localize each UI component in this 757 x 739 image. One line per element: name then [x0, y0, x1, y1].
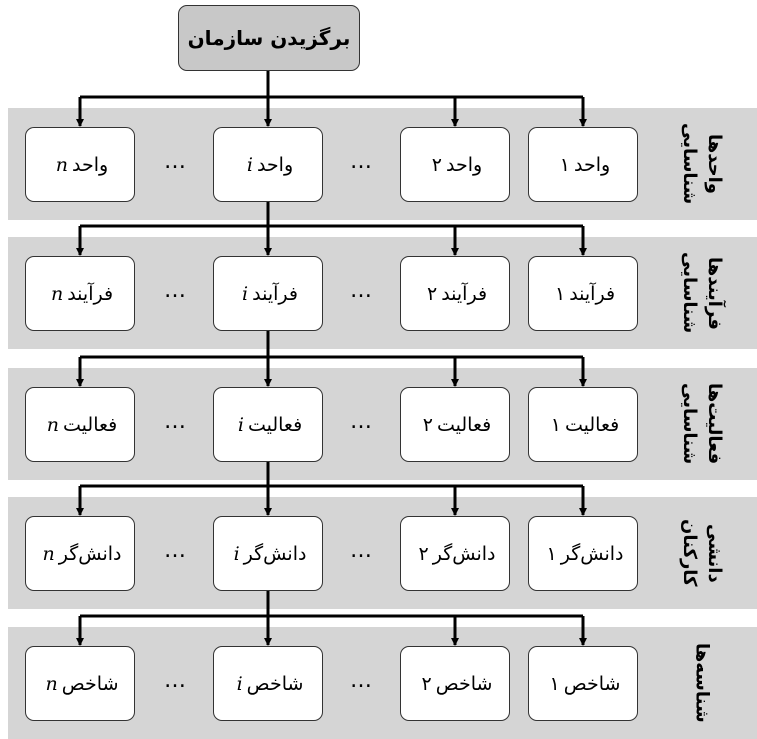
row-label-line: فعالیت‌ها — [704, 383, 725, 465]
box-index: i — [242, 282, 249, 305]
box-index: i — [233, 542, 240, 565]
box-word: فعالیت — [247, 413, 303, 436]
activities-ellipsis-2: … — [164, 409, 186, 434]
box-index: ۱ — [559, 153, 571, 176]
box-word: دانش‌گر — [58, 542, 122, 565]
box-index: ۱ — [546, 542, 557, 565]
processes-ellipsis-1: … — [350, 278, 372, 303]
box-index: n — [42, 542, 55, 565]
box-word: فرآیند — [441, 282, 488, 305]
units-ellipsis-2: … — [164, 149, 186, 174]
box-index: ۱ — [554, 282, 566, 305]
box-index: ۲ — [426, 282, 438, 305]
box-index: ۲ — [422, 413, 433, 436]
box-word: فعالیت — [437, 413, 492, 436]
box-index: ۲ — [431, 153, 443, 176]
indicators-ellipsis-1: … — [350, 668, 372, 693]
box-index: i — [246, 153, 253, 176]
box-word: واحد — [574, 153, 611, 176]
row-label-line: شناسایی — [679, 252, 700, 334]
box-word: شاخص — [61, 672, 119, 695]
box-index: ۱ — [549, 672, 560, 695]
processes-ellipsis-2: … — [164, 278, 186, 303]
knowledge-workers-ellipsis-1: … — [350, 538, 372, 563]
activities-ellipsis-1: … — [350, 409, 372, 434]
box-word: فعالیت — [565, 413, 620, 436]
row-label-line: واحدها — [704, 134, 725, 194]
box-word: فرآیند — [252, 282, 298, 305]
box-word: شاخص — [563, 672, 621, 695]
box-word: دانش‌گر — [560, 542, 624, 565]
box-word: دانش‌گر — [432, 542, 496, 565]
box-word: فرآیند — [67, 282, 114, 305]
row-label-line: شناسه‌ها — [691, 643, 713, 723]
row-label-line: شناسایی — [679, 383, 700, 465]
box-index: n — [45, 672, 58, 695]
box-index: i — [236, 672, 243, 695]
box-word: شاخص — [246, 672, 304, 695]
row-label-line: فرآیندها — [704, 256, 725, 330]
box-index: ۲ — [421, 672, 432, 695]
indicators-ellipsis-2: … — [164, 668, 186, 693]
box-word: فرآیند — [569, 282, 616, 305]
row-label-line: دانشی — [704, 523, 725, 583]
box-index: i — [237, 413, 244, 436]
row-label-line: شناسایی — [679, 123, 700, 205]
box-index: ۲ — [418, 542, 429, 565]
units-ellipsis-1: … — [350, 149, 372, 174]
box-word: فعالیت — [63, 413, 118, 436]
box-word: واحد — [446, 153, 483, 176]
box-index: n — [55, 153, 69, 176]
select-organization-box: برگزیدن سازمان — [178, 5, 360, 71]
box-word: واحد — [256, 153, 294, 176]
box-word: واحد — [72, 153, 109, 176]
indicators-row-label: شناسه‌ها — [652, 633, 752, 733]
box-index: n — [46, 413, 60, 436]
box-index: n — [50, 282, 64, 305]
box-word: شاخص — [435, 672, 493, 695]
row-label-line: کارکنان — [679, 519, 700, 587]
box-word: دانش‌گر — [243, 542, 307, 565]
box-index: ۱ — [550, 413, 561, 436]
knowledge-workers-ellipsis-2: … — [164, 538, 186, 563]
